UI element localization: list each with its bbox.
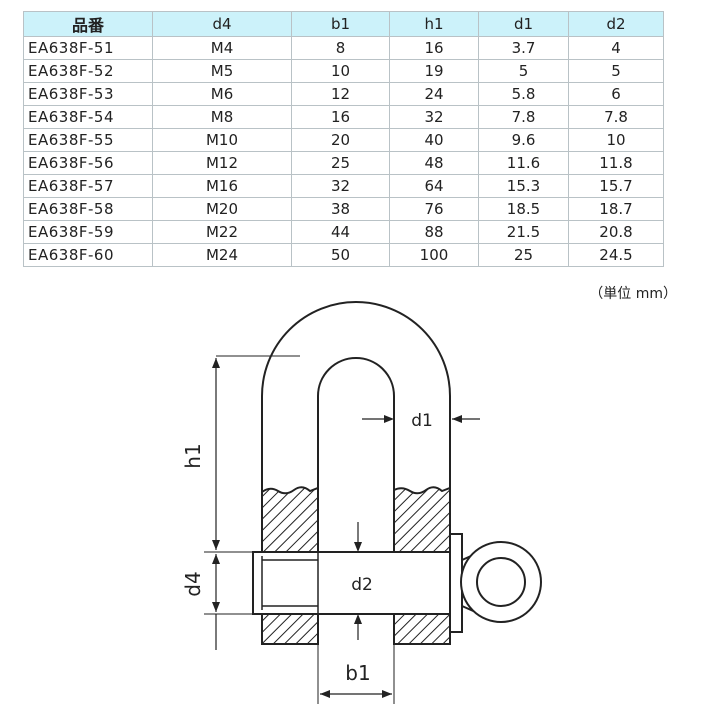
cell-d4: M4	[152, 36, 292, 60]
shackle-bow-inner	[317, 357, 395, 552]
cell-d2: 24.5	[568, 243, 664, 267]
hatch-left-lower	[261, 613, 319, 645]
cell-b1: 44	[291, 220, 390, 244]
cell-d2: 11.8	[568, 151, 664, 175]
header-d2: d2	[568, 11, 664, 37]
cell-b1: 32	[291, 174, 390, 198]
cell-part-number: EA638F-60	[23, 243, 153, 267]
cell-h1: 100	[389, 243, 479, 267]
cell-b1: 25	[291, 151, 390, 175]
b1-label: b1	[345, 661, 370, 685]
cell-h1: 24	[389, 82, 479, 106]
d2-label: d2	[351, 575, 373, 595]
cell-part-number: EA638F-58	[23, 197, 153, 221]
cell-part-number: EA638F-59	[23, 220, 153, 244]
cell-d4: M22	[152, 220, 292, 244]
cell-d4: M20	[152, 197, 292, 221]
cell-d4: M24	[152, 243, 292, 267]
unit-note: （単位 mm）	[589, 286, 677, 302]
cell-d4: M5	[152, 59, 292, 83]
cell-part-number: EA638F-53	[23, 82, 153, 106]
cell-d1: 25	[478, 243, 569, 267]
cell-d2: 5	[568, 59, 664, 83]
d4-label: d4	[181, 571, 205, 596]
cell-part-number: EA638F-57	[23, 174, 153, 198]
cell-d1: 18.5	[478, 197, 569, 221]
cell-b1: 12	[291, 82, 390, 106]
cell-d2: 15.7	[568, 174, 664, 198]
pin-eye-inner	[476, 557, 526, 607]
pin-body	[252, 551, 454, 615]
d1-label: d1	[411, 411, 433, 431]
cell-d1: 9.6	[478, 128, 569, 152]
h1-label: h1	[181, 443, 205, 468]
cell-d1: 3.7	[478, 36, 569, 60]
cell-d1: 5.8	[478, 82, 569, 106]
cell-h1: 40	[389, 128, 479, 152]
header-part-number: 品番	[23, 11, 153, 37]
hatch-right-upper	[393, 486, 451, 553]
hatch-right-lower	[393, 613, 451, 645]
cell-part-number: EA638F-51	[23, 36, 153, 60]
cell-part-number: EA638F-54	[23, 105, 153, 129]
header-d1: d1	[478, 11, 569, 37]
cell-d4: M6	[152, 82, 292, 106]
cell-d1: 21.5	[478, 220, 569, 244]
cell-d1: 15.3	[478, 174, 569, 198]
cell-h1: 64	[389, 174, 479, 198]
cell-b1: 20	[291, 128, 390, 152]
table-header-row: 品番 d4 b1 h1 d1 d2	[23, 11, 664, 37]
shackle-bow-outer	[261, 301, 451, 552]
hatch-left-upper	[261, 486, 319, 553]
